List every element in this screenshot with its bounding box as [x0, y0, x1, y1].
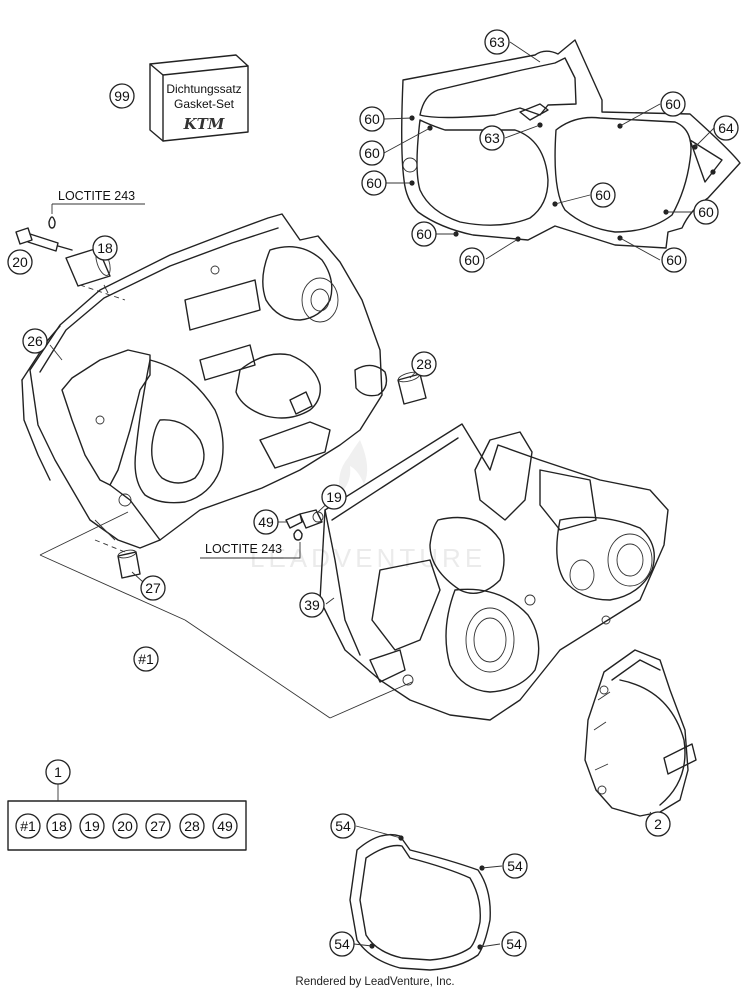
loctite-label-top: LOCTITE 243 [58, 189, 135, 203]
ktm-logo: KTM [183, 115, 225, 133]
svg-text:60: 60 [666, 252, 682, 268]
svg-text:27: 27 [150, 818, 166, 834]
gasket-set-label-de: Dichtungssatz [166, 82, 241, 96]
callout-2[interactable]: 2 [645, 811, 671, 837]
right-crankcase-half[interactable] [319, 423, 669, 721]
callout-60[interactable]: 60 [359, 140, 385, 166]
watermark: LEADVENTURE [250, 440, 482, 573]
footer-credit: Rendered by LeadVenture, Inc. [295, 976, 454, 988]
kit-item-1-hash[interactable]: #1 [15, 813, 41, 839]
svg-text:60: 60 [698, 204, 714, 220]
callout-64[interactable]: 64 [713, 115, 739, 141]
callout-54[interactable]: 54 [329, 931, 355, 957]
callout-60[interactable]: 60 [590, 182, 616, 208]
callout-54[interactable]: 54 [330, 813, 356, 839]
kit-item-18[interactable]: 18 [46, 813, 72, 839]
kit-item-27[interactable]: 27 [145, 813, 171, 839]
callout-28[interactable]: 28 [411, 351, 437, 377]
callout-26[interactable]: 26 [22, 328, 48, 354]
callout-60[interactable]: 60 [361, 170, 387, 196]
svg-text:60: 60 [595, 187, 611, 203]
svg-text:19: 19 [84, 818, 100, 834]
ignition-cover-gasket[interactable] [349, 833, 491, 971]
svg-text:2: 2 [654, 816, 662, 832]
callout-49[interactable]: 49 [253, 509, 279, 535]
callouts: 99 63 63 64 60 60 60 60 60 60 60 60 60 2… [7, 29, 739, 957]
svg-text:63: 63 [484, 130, 500, 146]
callout-1[interactable]: 1 [45, 759, 71, 785]
svg-text:54: 54 [506, 936, 522, 952]
svg-text:60: 60 [366, 175, 382, 191]
svg-text:26: 26 [27, 333, 43, 349]
svg-text:49: 49 [258, 514, 274, 530]
svg-text:1: 1 [54, 764, 62, 780]
svg-text:18: 18 [51, 818, 67, 834]
callout-60[interactable]: 60 [693, 199, 719, 225]
svg-text:28: 28 [184, 818, 200, 834]
screw-and-bushing[interactable]: LOCTITE 243 [15, 189, 145, 301]
callout-20[interactable]: 20 [7, 249, 33, 275]
kit-item-49[interactable]: 49 [212, 813, 238, 839]
callout-54[interactable]: 54 [501, 931, 527, 957]
callout-60[interactable]: 60 [359, 106, 385, 132]
svg-text:54: 54 [334, 936, 350, 952]
svg-text:60: 60 [364, 145, 380, 161]
svg-text:39: 39 [304, 597, 320, 613]
svg-text:60: 60 [464, 252, 480, 268]
callout-63[interactable]: 63 [479, 125, 505, 151]
ignition-cover[interactable] [584, 649, 697, 817]
callout-99[interactable]: 99 [109, 83, 135, 109]
kit-item-20[interactable]: 20 [112, 813, 138, 839]
callout-60[interactable]: 60 [459, 247, 485, 273]
svg-text:28: 28 [416, 356, 432, 372]
svg-text:60: 60 [665, 96, 681, 112]
svg-text:20: 20 [12, 254, 28, 270]
callout-60[interactable]: 60 [411, 221, 437, 247]
svg-text:18: 18 [97, 240, 113, 256]
svg-text:99: 99 [114, 88, 130, 104]
svg-text:27: 27 [145, 580, 161, 596]
svg-text:54: 54 [335, 818, 351, 834]
svg-text:64: 64 [718, 120, 734, 136]
kit-contents-box [7, 784, 247, 851]
callout-54[interactable]: 54 [502, 853, 528, 879]
svg-text:54: 54 [507, 858, 523, 874]
svg-text:60: 60 [364, 111, 380, 127]
callout-19[interactable]: 19 [321, 484, 347, 510]
gasket-set-box[interactable]: Dichtungssatz Gasket-Set KTM [149, 54, 249, 142]
svg-text:#1: #1 [138, 651, 154, 667]
assembly-bracket [39, 511, 413, 719]
callout-27[interactable]: 27 [140, 575, 166, 601]
crankcase-gasket[interactable] [401, 39, 741, 249]
left-crankcase-half[interactable] [21, 213, 388, 549]
loctite-label-bottom: LOCTITE 243 [205, 542, 282, 556]
svg-text:60: 60 [416, 226, 432, 242]
svg-text:49: 49 [217, 818, 233, 834]
dowel-pin-27[interactable] [94, 539, 141, 579]
callout-63[interactable]: 63 [484, 29, 510, 55]
kit-item-28[interactable]: 28 [179, 813, 205, 839]
small-fasteners[interactable]: LOCTITE 243 [200, 509, 324, 559]
svg-text:63: 63 [489, 34, 505, 50]
kit-item-19[interactable]: 19 [79, 813, 105, 839]
callout-60[interactable]: 60 [661, 247, 687, 273]
callout-18[interactable]: 18 [92, 235, 118, 261]
callout-39[interactable]: 39 [299, 592, 325, 618]
callout-60[interactable]: 60 [660, 91, 686, 117]
svg-text:19: 19 [326, 489, 342, 505]
callout-1-hash[interactable]: #1 [133, 646, 159, 672]
svg-text:#1: #1 [20, 818, 36, 834]
gasket-set-label-en: Gasket-Set [174, 97, 235, 111]
svg-text:20: 20 [117, 818, 133, 834]
